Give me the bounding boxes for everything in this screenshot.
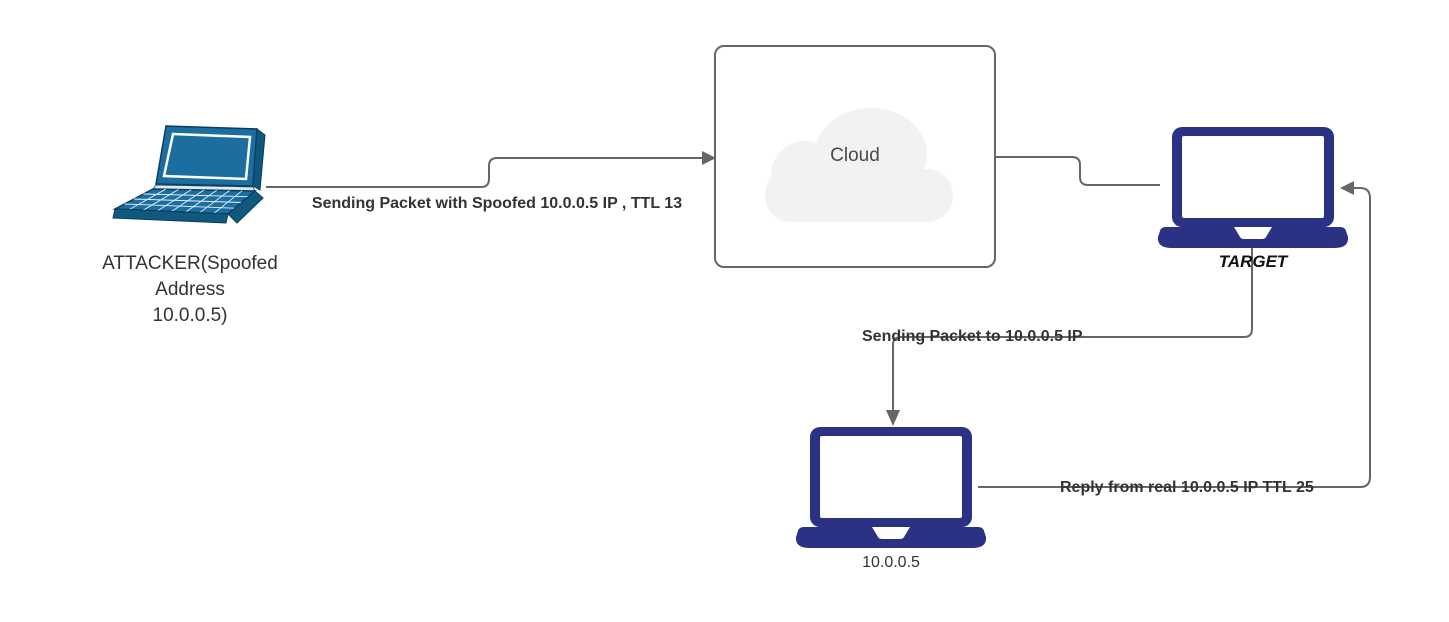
edge-attacker-to-cloud bbox=[266, 157, 702, 188]
attacker-laptop-icon bbox=[112, 125, 266, 224]
edge-label-sending-to-real: Sending Packet to 10.0.0.5 IP bbox=[862, 328, 1083, 345]
realhost-laptop-icon bbox=[796, 427, 986, 548]
target-label: TARGET bbox=[1218, 252, 1288, 271]
realhost-label: 10.0.0.5 bbox=[862, 554, 920, 571]
attacker-label: ATTACKER(Spoofed Address 10.0.0.5) bbox=[102, 253, 278, 326]
edge-label-spoofed-packet: Sending Packet with Spoofed 10.0.0.5 IP … bbox=[311, 195, 683, 212]
cloud-icon bbox=[765, 108, 953, 222]
cloud-label: Cloud bbox=[830, 145, 880, 166]
edge-label-reply-from-real: Reply from real 10.0.0.5 IP TTL 25 bbox=[1060, 479, 1314, 496]
edge-cloud-to-target bbox=[996, 156, 1160, 186]
arrowhead-into-realhost bbox=[886, 410, 900, 426]
target-laptop-icon bbox=[1158, 127, 1348, 248]
cloud-box: Cloud bbox=[714, 45, 996, 268]
